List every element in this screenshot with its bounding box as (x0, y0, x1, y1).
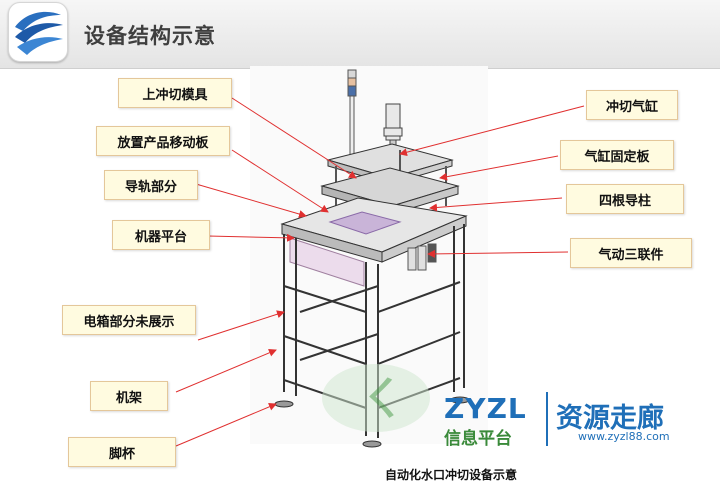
page-title: 设备结构示意 (84, 24, 216, 48)
wave-logo-icon (15, 11, 63, 55)
label-frame: 机架 (90, 381, 168, 411)
logo (8, 2, 68, 62)
label-upper-die: 上冲切模具 (118, 78, 232, 108)
arrows (175, 97, 585, 447)
watermark-url: www.zyzl88.com (578, 430, 670, 443)
arrow-guide-rail (195, 183, 307, 218)
arrow-punch-cylinder (399, 105, 585, 157)
label-moving-plate: 放置产品移动板 (96, 126, 230, 156)
header-bar: 设备结构示意 (0, 0, 720, 69)
arrow-electric-box (197, 310, 285, 341)
watermark-cn-right: 资源走廊 (556, 403, 664, 434)
label-cylinder-plate: 气缸固定板 (560, 140, 674, 170)
label-pneumatic-triplet: 气动三联件 (570, 238, 692, 268)
label-guide-rail: 导轨部分 (104, 170, 198, 200)
label-four-pillars: 四根导柱 (566, 184, 684, 214)
watermark: ㄑ (322, 364, 430, 432)
arrow-machine-platform (207, 233, 295, 242)
watermark-cn-left: 信息平台 (444, 429, 512, 449)
watermark-divider (546, 392, 548, 446)
label-machine-platform: 机器平台 (112, 220, 210, 250)
arrow-pneumatic-triplet (427, 249, 569, 258)
foot-cups (274, 396, 470, 448)
side-panel (289, 237, 365, 287)
arrow-moving-plate (231, 149, 329, 213)
watermark-brand: ZYZL (444, 392, 527, 425)
label-electric-box: 电箱部分未展示 (62, 305, 196, 335)
arrow-upper-die (231, 97, 357, 179)
arrow-foot-cup (175, 403, 277, 447)
arrow-four-pillars (429, 197, 563, 212)
label-punch-cylinder: 冲切气缸 (586, 90, 678, 120)
arrow-frame (175, 349, 277, 393)
label-foot-cup: 脚杯 (68, 437, 176, 467)
figure-caption: 自动化水口冲切设备示意 (385, 468, 518, 482)
svg-text:ㄑ: ㄑ (360, 374, 404, 425)
arrow-cylinder-plate (439, 155, 559, 181)
